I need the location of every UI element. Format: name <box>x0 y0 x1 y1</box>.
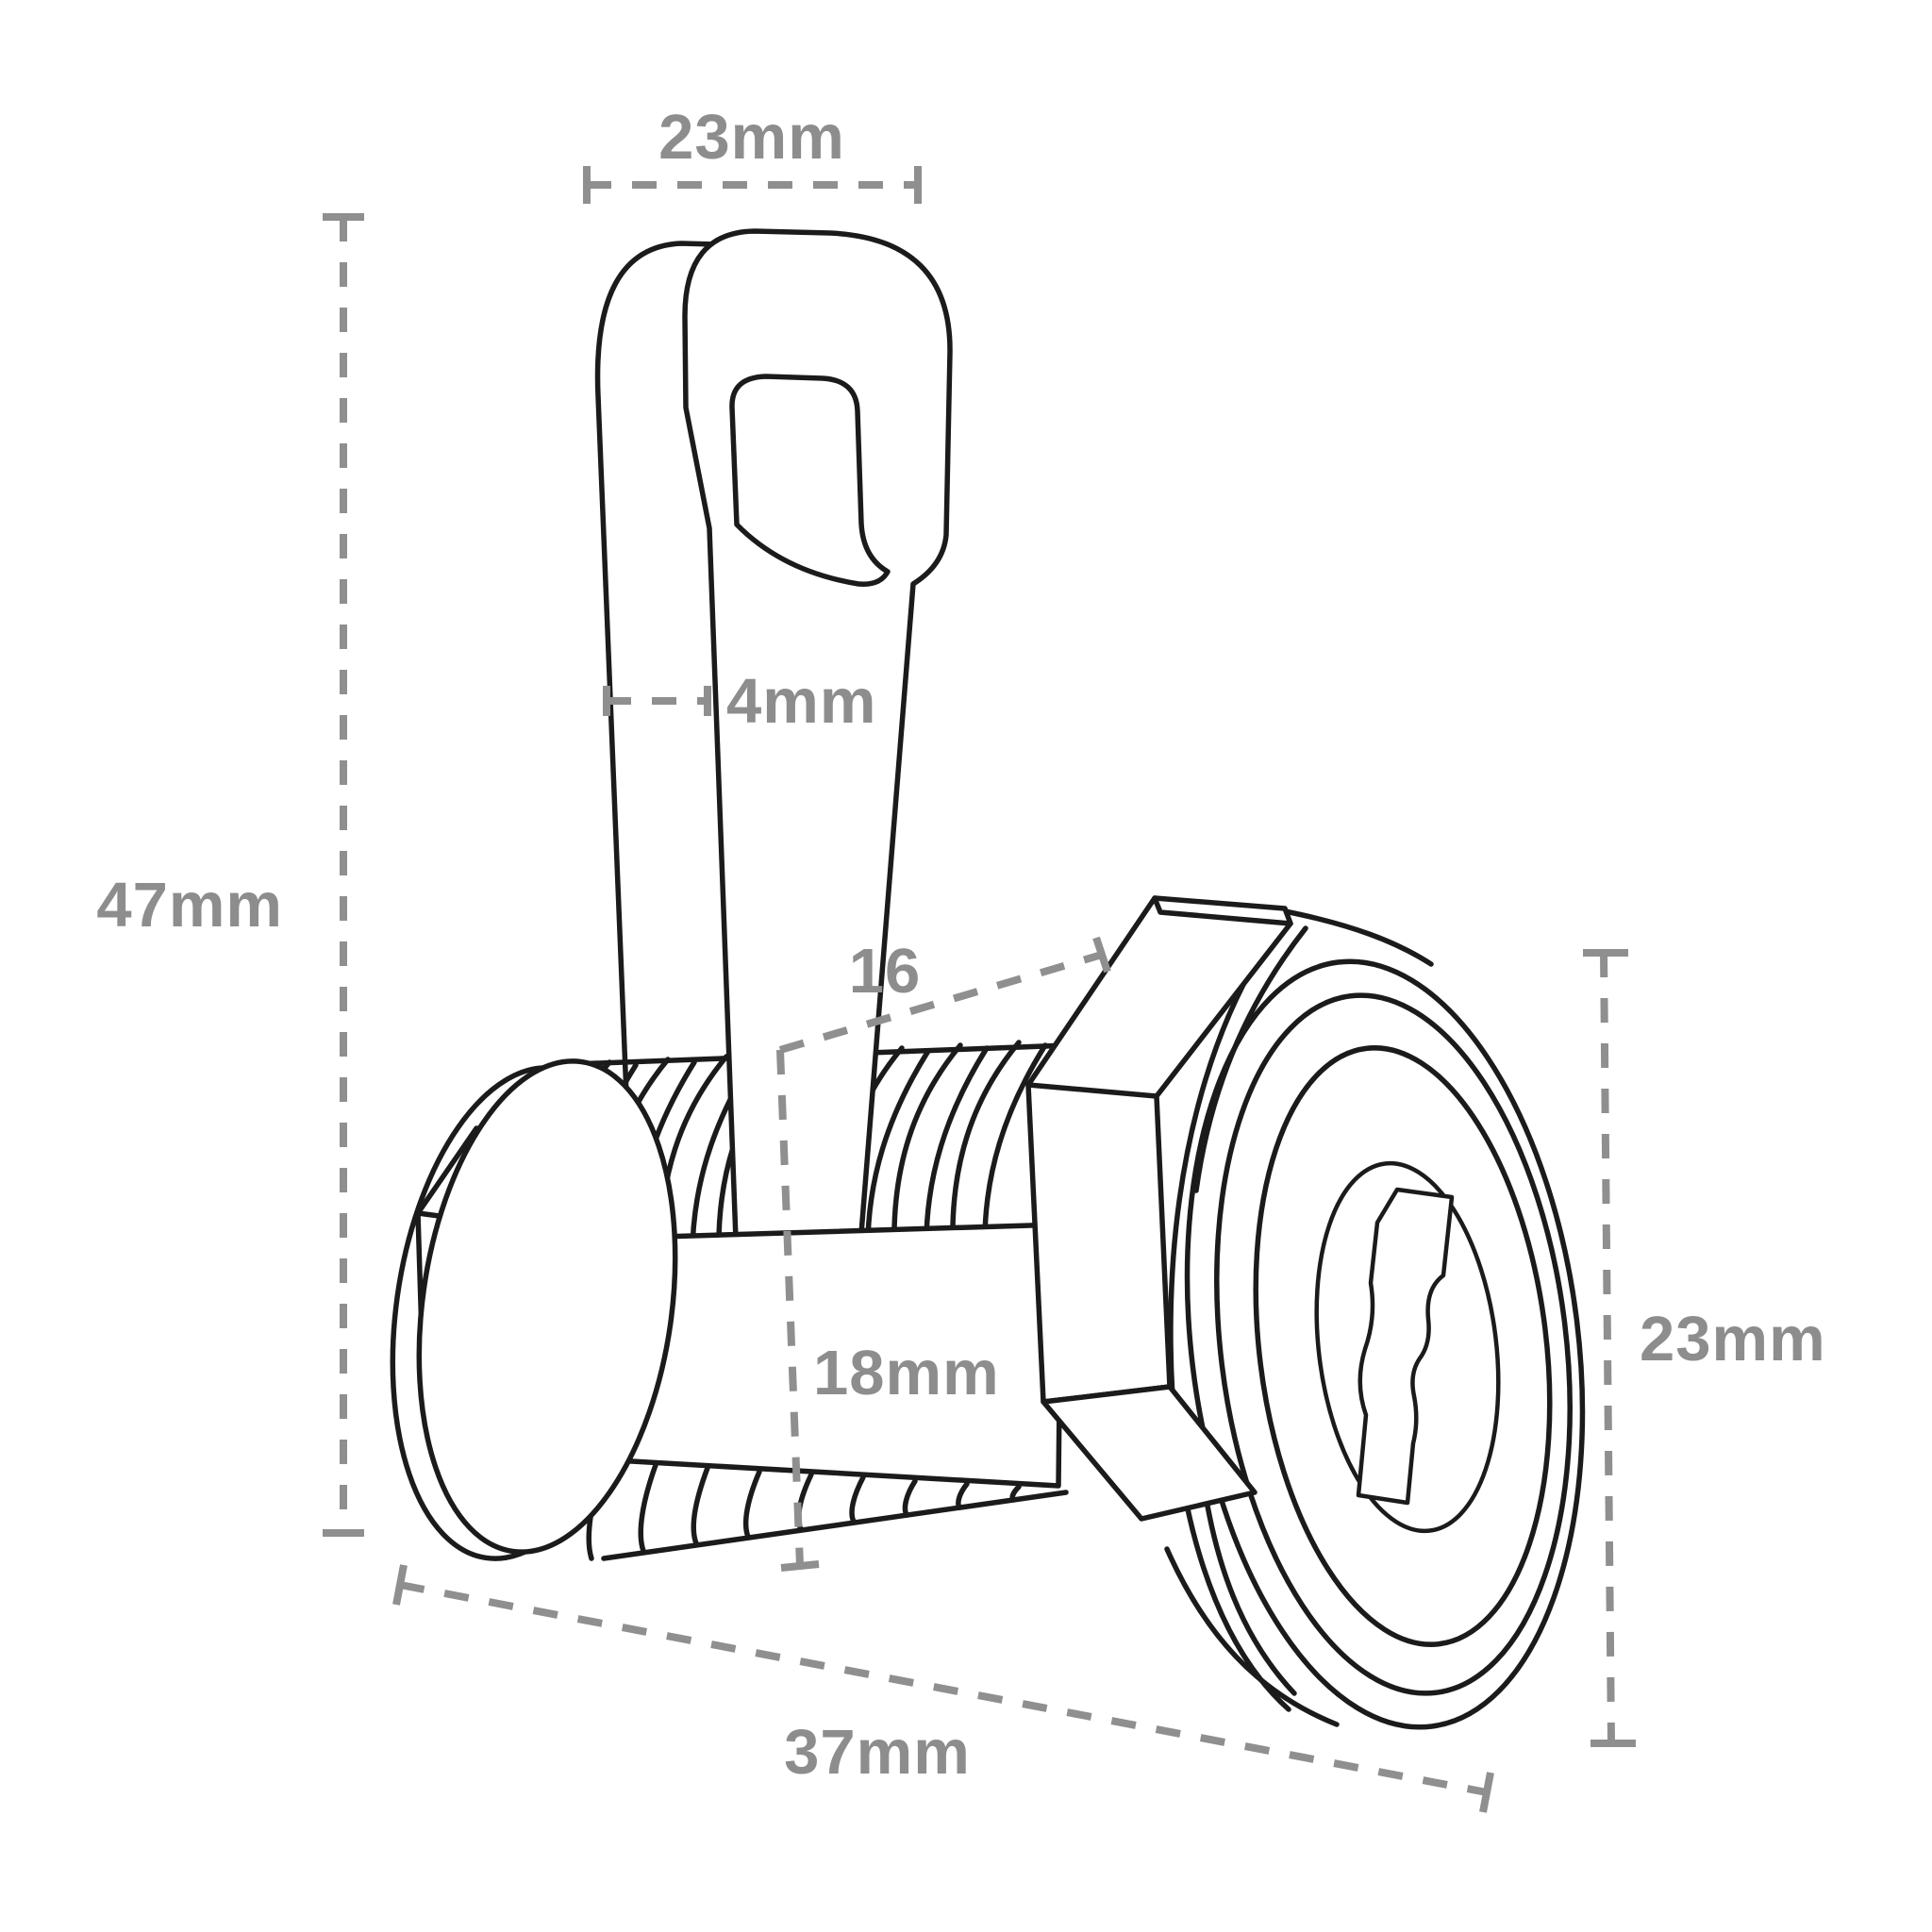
face-middle-ring <box>1214 992 1573 1696</box>
dimension-body-length: 37mm <box>392 1564 1494 1813</box>
dimension-thread-diameter: 16 <box>778 936 1111 1054</box>
dimension-label: 18mm <box>813 1338 1000 1408</box>
body-bottom-edge <box>1164 1546 1340 1727</box>
dimension-overall-height: 47mm <box>96 213 364 1537</box>
dimension-thread-length: 18mm <box>776 1049 1000 1572</box>
dimension-line <box>778 951 1104 1054</box>
face-inner-ring <box>1253 1045 1553 1647</box>
barrel-bottom-edge <box>601 1490 1069 1561</box>
dimension-line <box>776 1049 804 1567</box>
nut-bottom-chamfer <box>1041 1384 1257 1522</box>
dimension-line <box>1600 952 1615 1744</box>
plug-ring <box>1314 1160 1501 1534</box>
dimension-tick <box>603 686 711 716</box>
dimension-label: 16 <box>849 936 922 1007</box>
dimension-line <box>399 1581 1488 1796</box>
dimension-tick <box>323 213 364 1537</box>
dimension-top-width: 23mm <box>583 102 922 204</box>
body-top-edge <box>1282 908 1434 967</box>
cam-lock-drawing <box>390 228 1586 1730</box>
cam-hook-opening <box>729 374 891 587</box>
dimension-label: 37mm <box>784 1717 971 1788</box>
dimension-tick <box>392 1564 1494 1813</box>
dimension-tick <box>1583 949 1636 1747</box>
dimension-tick <box>583 166 922 204</box>
dimension-label: 4mm <box>726 666 876 737</box>
dimension-face-diameter: 23mm <box>1583 949 1826 1747</box>
keyhole <box>1356 1187 1455 1506</box>
dimension-label: 23mm <box>1640 1304 1826 1374</box>
washer <box>416 1058 678 1555</box>
dimension-label: 47mm <box>96 870 283 941</box>
dimension-cam-thickness: 4mm <box>603 666 876 737</box>
body-rear-rim-upper <box>1193 925 1308 1193</box>
dimension-label: 23mm <box>658 102 845 173</box>
body-rear-rim <box>1168 912 1291 1712</box>
mounting-nut <box>1025 895 1293 1522</box>
dimension-tick <box>780 1560 820 1572</box>
lock-body <box>1164 908 1586 1730</box>
dimension-tick <box>1092 936 1111 974</box>
cam-lever-back-edge <box>594 241 824 1144</box>
